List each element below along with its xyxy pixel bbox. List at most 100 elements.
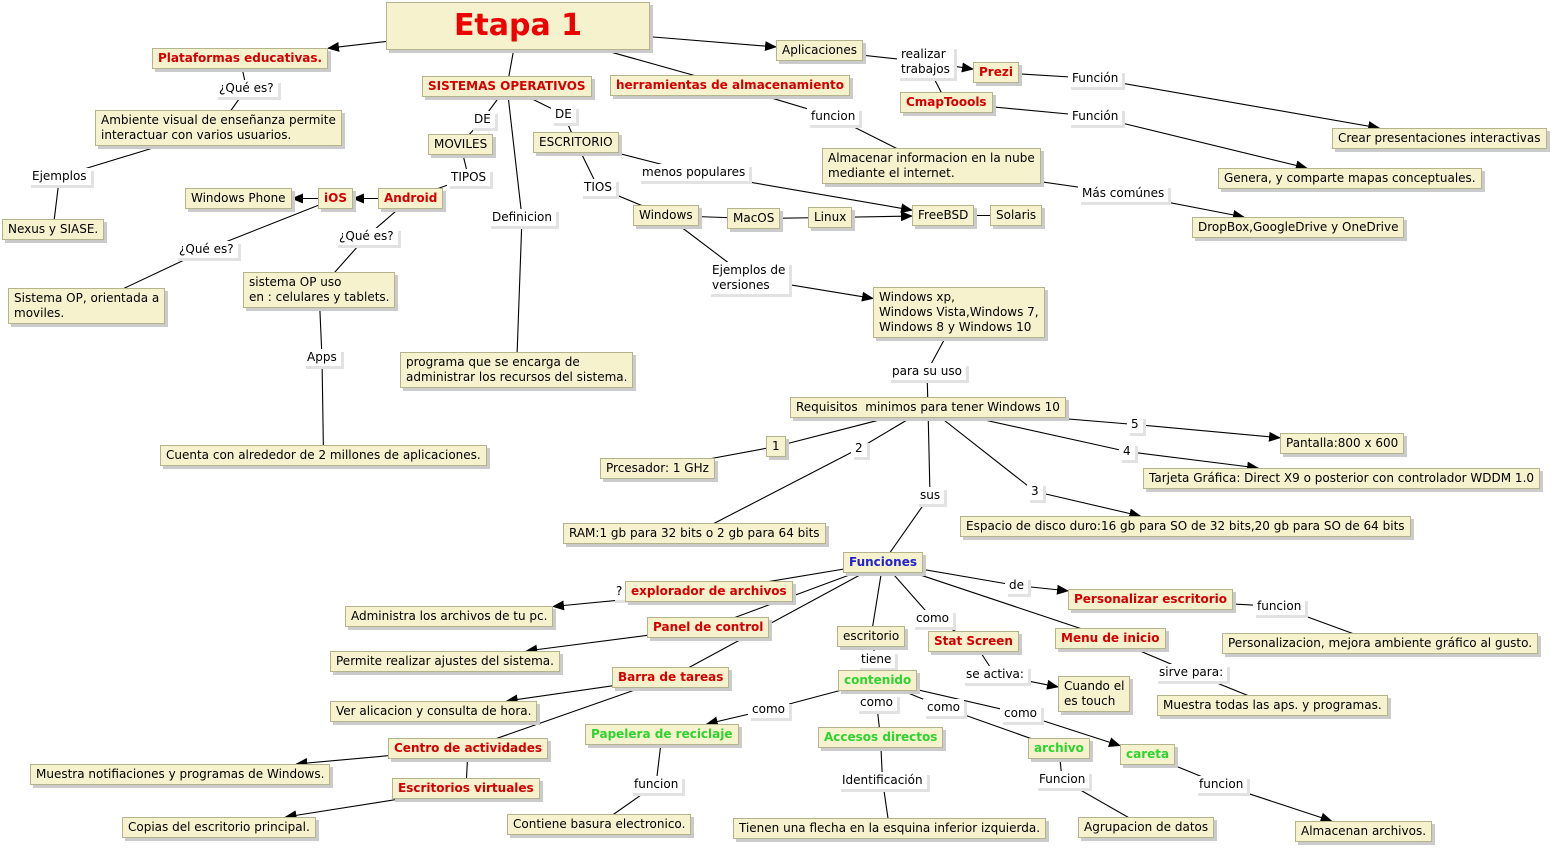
linking-phrase-num-4[interactable]: 4 bbox=[1119, 443, 1135, 460]
concept-freebsd[interactable]: FreeBSD bbox=[912, 205, 975, 226]
linking-phrase-como-accesos[interactable]: como bbox=[856, 694, 897, 711]
concept-archivo[interactable]: archivo bbox=[1028, 738, 1090, 759]
linking-phrase-funcion-careta[interactable]: funcion bbox=[1195, 776, 1248, 793]
concept-macos[interactable]: MacOS bbox=[727, 208, 781, 229]
linking-phrase-de-2[interactable]: DE bbox=[551, 106, 576, 123]
linking-phrase-se-activa[interactable]: se activa: bbox=[962, 666, 1028, 683]
linking-phrase-num-5[interactable]: 5 bbox=[1127, 416, 1143, 433]
concept-requisitos[interactable]: Requisitos minimos para tener Windows 10 bbox=[790, 397, 1066, 418]
concept-ram[interactable]: RAM:1 gb para 32 bits o 2 gb para 64 bit… bbox=[563, 523, 826, 544]
concept-escritorio-tipo[interactable]: ESCRITORIO bbox=[533, 132, 619, 153]
concept-prcesador[interactable]: Prcesador: 1 GHz bbox=[600, 458, 715, 479]
concept-android[interactable]: Android bbox=[378, 188, 444, 209]
concept-sistema-op-uso[interactable]: sistema OP uso en : celulares y tablets. bbox=[243, 272, 396, 308]
concept-sistemas-operativos[interactable]: SISTEMAS OPERATIVOS bbox=[422, 76, 592, 97]
linking-phrase-sirve-para[interactable]: sirve para: bbox=[1155, 664, 1228, 681]
linking-phrase-funcion-personalizar[interactable]: funcion bbox=[1253, 598, 1306, 615]
concept-centro-actividades[interactable]: Centro de actividades bbox=[388, 738, 549, 759]
concept-solaris[interactable]: Solaris bbox=[990, 205, 1043, 226]
concept-explorador[interactable]: explorador de archivos bbox=[625, 581, 793, 602]
concept-tarjeta[interactable]: Tarjeta Gráfica: Direct X9 o posterior c… bbox=[1143, 468, 1541, 489]
concept-accesos-directos[interactable]: Accesos directos bbox=[818, 727, 944, 748]
concept-cuando-touch[interactable]: Cuando el es touch bbox=[1058, 676, 1131, 712]
linking-phrase-identificacion[interactable]: Identificación bbox=[838, 772, 927, 789]
concept-cuenta[interactable]: Cuenta con alrededor de 2 millones de ap… bbox=[160, 445, 487, 466]
linking-phrase-de-3[interactable]: de bbox=[1005, 577, 1028, 594]
concept-windows[interactable]: Windows bbox=[633, 205, 699, 226]
concept-windows-versiones[interactable]: Windows xp, Windows Vista,Windows 7, Win… bbox=[873, 287, 1045, 338]
linking-phrase-num-2[interactable]: 2 bbox=[851, 440, 867, 457]
linking-phrase-para-su-uso[interactable]: para su uso bbox=[888, 363, 966, 380]
linking-phrase-ejemplos-versiones[interactable]: Ejemplos de versiones bbox=[708, 262, 790, 294]
linking-phrase-realizar-trabajos[interactable]: realizar trabajos bbox=[897, 46, 954, 78]
concept-nexus[interactable]: Nexus y SIASE. bbox=[2, 219, 105, 240]
concept-dropbox[interactable]: DropBox,GoogleDrive y OneDrive bbox=[1192, 217, 1405, 238]
linking-phrase-num-3[interactable]: 3 bbox=[1027, 483, 1043, 500]
linking-phrase-como-archivo[interactable]: como bbox=[923, 699, 964, 716]
concept-pantalla[interactable]: Pantalla:800 x 600 bbox=[1280, 433, 1405, 454]
linking-phrase-menos-populares[interactable]: menos populares bbox=[638, 164, 750, 181]
concept-copias[interactable]: Copias del escritorio principal. bbox=[122, 817, 316, 838]
concept-funciones[interactable]: Funciones bbox=[843, 552, 923, 573]
linking-phrase-que-es-2[interactable]: ¿Qué es? bbox=[175, 241, 238, 258]
concept-escritorios-virtuales[interactable]: Escritorios virtuales bbox=[392, 778, 540, 799]
concept-num-1[interactable]: 1 bbox=[766, 436, 786, 457]
linking-phrase-funcion-archivo[interactable]: Funcion bbox=[1035, 771, 1090, 788]
linking-phrase-que-es-3[interactable]: ¿Qué es? bbox=[335, 228, 398, 245]
concept-contiene-basura[interactable]: Contiene basura electronico. bbox=[507, 814, 692, 835]
linking-phrase-funcion-almacenamiento[interactable]: funcion bbox=[807, 108, 860, 125]
concept-muestra-notificaciones[interactable]: Muestra notifiaciones y programas de Win… bbox=[30, 764, 331, 785]
concept-sistema-op[interactable]: Sistema OP, orientada a moviles. bbox=[8, 288, 166, 324]
linking-phrase-funcion-prezi[interactable]: Función bbox=[1068, 70, 1123, 87]
linking-phrase-ejemplos[interactable]: Ejemplos bbox=[28, 168, 91, 185]
concept-crear-presentaciones[interactable]: Crear presentaciones interactivas bbox=[1332, 128, 1547, 149]
linking-phrase-funcion-papelera[interactable]: funcion bbox=[630, 776, 683, 793]
concept-personalizacion[interactable]: Personalizacion, mejora ambiente gráfico… bbox=[1222, 633, 1539, 654]
concept-linux[interactable]: Linux bbox=[808, 207, 853, 228]
concept-prezi[interactable]: Prezi bbox=[973, 62, 1019, 83]
linking-phrase-funcion-cmap[interactable]: Función bbox=[1068, 108, 1123, 125]
concept-barra-tareas[interactable]: Barra de tareas bbox=[612, 667, 730, 688]
linking-phrase-que-es-1[interactable]: ¿Qué es? bbox=[215, 80, 278, 97]
linking-phrase-de-1[interactable]: DE bbox=[470, 111, 495, 128]
concept-windows-phone[interactable]: Windows Phone bbox=[185, 188, 292, 209]
concept-permite[interactable]: Permite realizar ajustes del sistema. bbox=[330, 651, 560, 672]
concept-administra[interactable]: Administra los archivos de tu pc. bbox=[345, 606, 554, 627]
concept-herramientas[interactable]: herramientas de almacenamiento bbox=[610, 75, 850, 96]
concept-moviles[interactable]: MOVILES bbox=[428, 134, 494, 155]
linking-phrase-mas-comunes[interactable]: Más comúnes bbox=[1078, 185, 1169, 202]
linking-phrase-como-papelera[interactable]: como bbox=[748, 701, 789, 718]
concept-cmaptools[interactable]: CmapToools bbox=[900, 92, 993, 113]
linking-phrase-como-careta[interactable]: como bbox=[1000, 705, 1041, 722]
concept-tienen-flecha[interactable]: Tienen una flecha en la esquina inferior… bbox=[733, 818, 1047, 839]
linking-phrase-como-statscreen[interactable]: como bbox=[912, 610, 953, 627]
concept-careta[interactable]: careta bbox=[1120, 744, 1176, 765]
linking-phrase-tipos[interactable]: TIPOS bbox=[447, 169, 491, 186]
concept-panel-control[interactable]: Panel de control bbox=[647, 617, 770, 638]
concept-programa[interactable]: programa que se encarga de administrar l… bbox=[400, 352, 634, 388]
linking-phrase-sus[interactable]: sus bbox=[916, 487, 945, 504]
concept-stat-screen[interactable]: Stat Screen bbox=[928, 631, 1019, 652]
concept-contenido[interactable]: contenido bbox=[838, 670, 918, 691]
concept-ambiente[interactable]: Ambiente visual de enseñanza permite int… bbox=[95, 110, 342, 146]
concept-genera[interactable]: Genera, y comparte mapas conceptuales. bbox=[1218, 168, 1482, 189]
linking-phrase-glyph-q[interactable]: ? bbox=[612, 583, 627, 600]
linking-phrase-tios[interactable]: TIOS bbox=[580, 179, 616, 196]
concept-plataformas[interactable]: Plataformas educativas. bbox=[152, 48, 329, 69]
linking-phrase-apps[interactable]: Apps bbox=[303, 349, 341, 366]
concept-ver[interactable]: Ver alicacion y consulta de hora. bbox=[330, 701, 538, 722]
concept-aplicaciones[interactable]: Aplicaciones bbox=[776, 40, 863, 61]
linking-phrase-tiene[interactable]: tiene bbox=[857, 651, 896, 668]
concept-ios[interactable]: iOS bbox=[318, 188, 353, 209]
concept-almacenar[interactable]: Almacenar informacion en la nube mediant… bbox=[822, 148, 1041, 184]
concept-agrupacion[interactable]: Agrupacion de datos bbox=[1078, 817, 1215, 838]
concept-menu-inicio[interactable]: Menu de inicio bbox=[1055, 628, 1166, 649]
concept-etapa1[interactable]: Etapa 1 bbox=[386, 2, 650, 50]
concept-espacio[interactable]: Espacio de disco duro:16 gb para SO de 3… bbox=[960, 516, 1411, 537]
concept-papelera[interactable]: Papelera de reciclaje bbox=[585, 724, 739, 745]
linking-phrase-definicion[interactable]: Definicion bbox=[488, 209, 556, 226]
concept-almacenan[interactable]: Almacenan archivos. bbox=[1295, 821, 1433, 842]
concept-personalizar[interactable]: Personalizar escritorio bbox=[1068, 589, 1233, 610]
concept-muestra-aps[interactable]: Muestra todas las aps. y programas. bbox=[1157, 695, 1388, 716]
concept-escritorio[interactable]: escritorio bbox=[837, 626, 906, 647]
